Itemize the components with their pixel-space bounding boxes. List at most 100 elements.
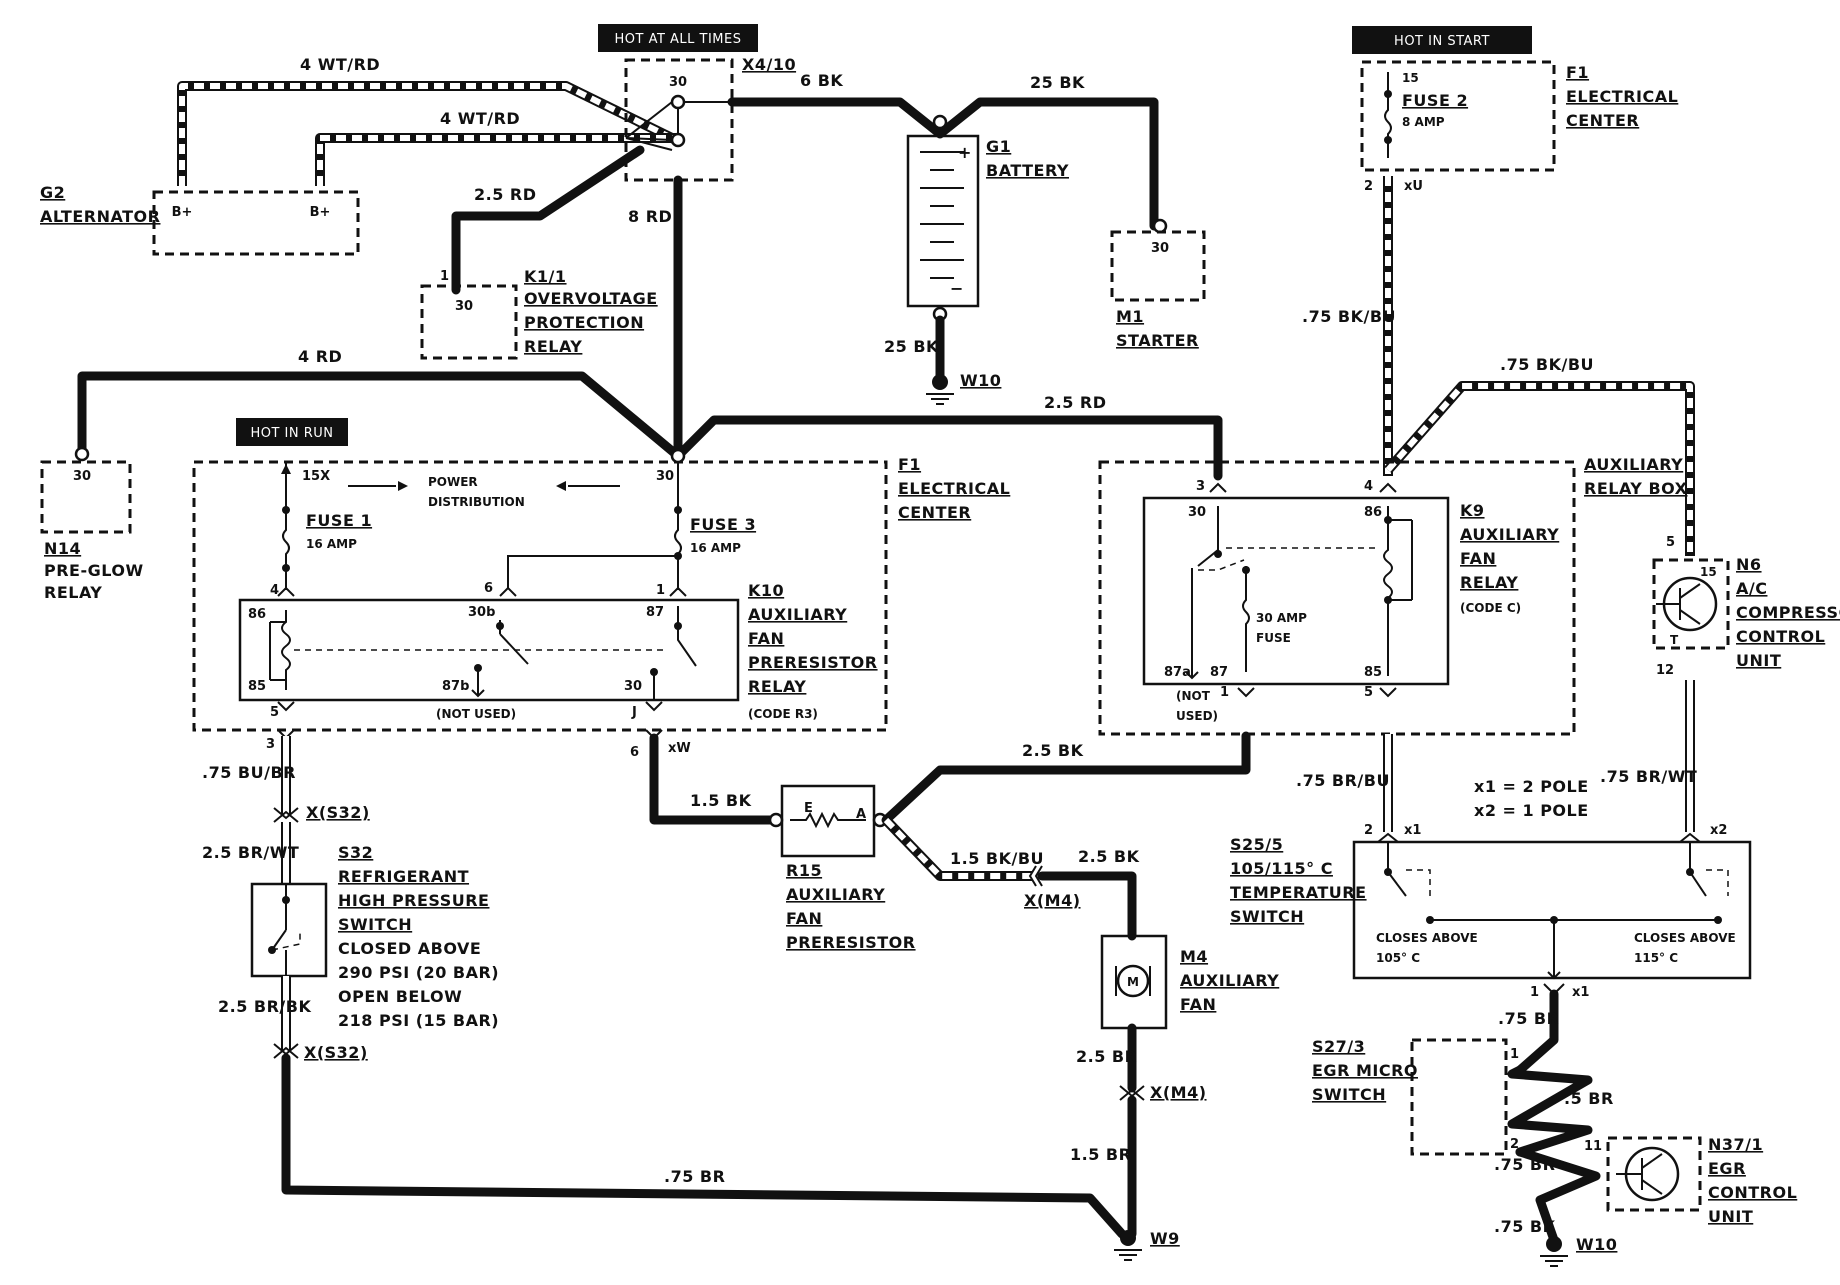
k9-fuse-amp: 30 AMP bbox=[1256, 611, 1307, 625]
wire-label-75-br-s27: .75 BR bbox=[1498, 1009, 1559, 1028]
k10-p30: 30 bbox=[624, 679, 642, 694]
k10-pin-6: 6 bbox=[484, 581, 493, 596]
k9-pin-5: 5 bbox=[1364, 685, 1373, 700]
n6-pin-12: 12 bbox=[1656, 663, 1674, 678]
relay-n14: 30 bbox=[40, 446, 132, 534]
wire-75-br-n37 bbox=[1515, 1147, 1601, 1245]
k9-name2: FAN bbox=[1460, 549, 1496, 568]
alternator-g2: B+ B+ bbox=[152, 190, 360, 256]
aux-box-name1: AUXILIARY bbox=[1584, 455, 1683, 474]
s25-5-code: S25/5 bbox=[1230, 835, 1283, 854]
wire-label-2-5-br-bk: 2.5 BR/BK bbox=[218, 997, 311, 1016]
k1-1-name2: PROTECTION bbox=[524, 313, 644, 332]
wire-label-4-rd: 4 RD bbox=[298, 347, 342, 366]
f1-top-name2: CENTER bbox=[1566, 111, 1639, 130]
f1-mid-code: F1 bbox=[898, 455, 921, 474]
k9-p87a: 87a bbox=[1164, 665, 1191, 680]
g1-name: BATTERY bbox=[986, 161, 1069, 180]
wire-2-5-rd-k1 bbox=[451, 145, 645, 295]
n6-pin-t: T bbox=[1670, 633, 1679, 647]
electrical-center-f1-mid: 30 15X POWER DISTRIBUTION FUSE 1 16 AMP … bbox=[192, 448, 888, 732]
wire-label-4-wt-rd-a: 4 WT/RD bbox=[300, 55, 380, 74]
preresistor-r15: E A bbox=[768, 784, 888, 858]
relay-k9: 30 87a 30 AMP FUSE 87 86 85 bbox=[1142, 496, 1450, 686]
wire-2-5-bk-m4 bbox=[1037, 871, 1137, 941]
g1-code: G1 bbox=[986, 137, 1011, 156]
s25-5-temp-115: 115° C bbox=[1634, 951, 1678, 965]
wire-4-wt-rd-outer bbox=[177, 81, 679, 186]
n6-code: N6 bbox=[1736, 555, 1762, 574]
s25-5-closes-115: CLOSES ABOVE bbox=[1634, 931, 1736, 945]
ground-w10-top-icon bbox=[926, 374, 954, 405]
f1-mid-name1: ELECTRICAL bbox=[898, 479, 1010, 498]
r15-name1: AUXILIARY bbox=[786, 885, 885, 904]
wire-label-2-5-bk-m4: 2.5 BK bbox=[1078, 847, 1140, 866]
power-distribution-line2: DISTRIBUTION bbox=[428, 495, 525, 509]
wire-label-75-bk: .75 BK bbox=[1494, 1217, 1556, 1236]
wire-label-75-bu-br: .75 BU/BR bbox=[202, 763, 296, 782]
s32-name3: SWITCH bbox=[338, 915, 412, 934]
k10-name2: FAN bbox=[748, 629, 784, 648]
f1-top-pin-15: 15 bbox=[1402, 71, 1419, 85]
wire-1-5-bk-bu bbox=[882, 816, 1032, 881]
micro-switch-s27-3: 1 2 bbox=[1410, 1038, 1519, 1156]
ground-w9-label: W9 bbox=[1150, 1229, 1180, 1248]
k9-p85: 85 bbox=[1364, 665, 1382, 680]
wire-5-br-zigzag bbox=[1507, 1065, 1593, 1157]
r15-pin-a: A bbox=[856, 807, 866, 822]
k10-p30b: 30b bbox=[468, 605, 495, 620]
wire-label-2-5-br-wt: 2.5 BR/WT bbox=[202, 843, 299, 862]
wire-label-75-br-bu: .75 BR/BU bbox=[1296, 771, 1390, 790]
k10-p85: 85 bbox=[248, 679, 266, 694]
r15-name2: FAN bbox=[786, 909, 822, 928]
wire-label-25-bk-g1: 25 BK bbox=[884, 337, 939, 356]
svg-text:HOT AT ALL TIMES: HOT AT ALL TIMES bbox=[614, 32, 741, 47]
s25-5-closes-105: CLOSES ABOVE bbox=[1376, 931, 1478, 945]
k9-name3: RELAY bbox=[1460, 573, 1518, 592]
fuse1-name: FUSE 1 bbox=[306, 511, 372, 530]
s32-desc2: 290 PSI (20 BAR) bbox=[338, 963, 499, 982]
electrical-center-f1-top: 15 FUSE 2 8 AMP bbox=[1360, 60, 1556, 172]
n14-code: N14 bbox=[44, 539, 81, 558]
k10-name3: PRERESISTOR bbox=[748, 653, 878, 672]
n37-1-name2: CONTROL bbox=[1708, 1183, 1797, 1202]
n37-1-pin-11: 11 bbox=[1584, 1139, 1602, 1154]
k10-pin-1: 1 bbox=[656, 583, 665, 598]
m4-name2: FAN bbox=[1180, 995, 1216, 1014]
wire-6-bk bbox=[727, 97, 1159, 231]
r15-pin-e: E bbox=[804, 801, 813, 816]
r15-name3: PRERESISTOR bbox=[786, 933, 916, 952]
relay-k10: 4 6 1 86 85 30b 87b 87 30 (NOT USED) 5 J bbox=[238, 581, 740, 721]
ground-w10-top-label: W10 bbox=[960, 371, 1001, 390]
svg-text:HOT IN RUN: HOT IN RUN bbox=[250, 426, 333, 441]
wire-label-25-bk-top: 25 BK bbox=[1030, 73, 1085, 92]
r15-code: R15 bbox=[786, 861, 822, 880]
k9-fuse-label: FUSE bbox=[1256, 631, 1291, 645]
wire-label-1-5-bk: 1.5 BK bbox=[690, 791, 752, 810]
k10-pin-j: J bbox=[631, 705, 637, 720]
k9-code-note: (CODE C) bbox=[1460, 601, 1521, 615]
auxiliary-relay-box bbox=[1098, 460, 1576, 736]
k9-name1: AUXILIARY bbox=[1460, 525, 1559, 544]
g1-plus: + bbox=[958, 143, 972, 162]
wire-label-x-s32-a: X(S32) bbox=[306, 803, 370, 822]
n6-pin-5: 5 bbox=[1666, 535, 1675, 550]
wire-label-6-bk: 6 BK bbox=[800, 71, 843, 90]
n14-name1: PRE-GLOW bbox=[44, 561, 144, 580]
wire-label-x-s32-b: X(S32) bbox=[304, 1043, 368, 1062]
wire-label-x-m4-a: X(M4) bbox=[1024, 891, 1081, 910]
k10-pin-4: 4 bbox=[270, 583, 279, 598]
f1-mid-pin-30: 30 bbox=[656, 469, 674, 484]
f1-mid-pin-15x: 15X bbox=[302, 469, 330, 484]
wire-label-75-bk-bu-top: .75 BK/BU bbox=[1302, 307, 1396, 326]
wire-label-2-5-rd: 2.5 RD bbox=[1044, 393, 1107, 412]
s27-3-name1: EGR MICRO bbox=[1312, 1061, 1418, 1080]
fuse1-amp: 16 AMP bbox=[306, 537, 357, 551]
m1-code: M1 bbox=[1116, 307, 1144, 326]
s27-3-code: S27/3 bbox=[1312, 1037, 1365, 1056]
k1-1-name3: RELAY bbox=[524, 337, 582, 356]
wire-label-2-5-rd-k1: 2.5 RD bbox=[474, 185, 537, 204]
relay-k1-1: 30 1 bbox=[420, 269, 518, 360]
x4-10-pin-30: 30 bbox=[669, 75, 687, 90]
